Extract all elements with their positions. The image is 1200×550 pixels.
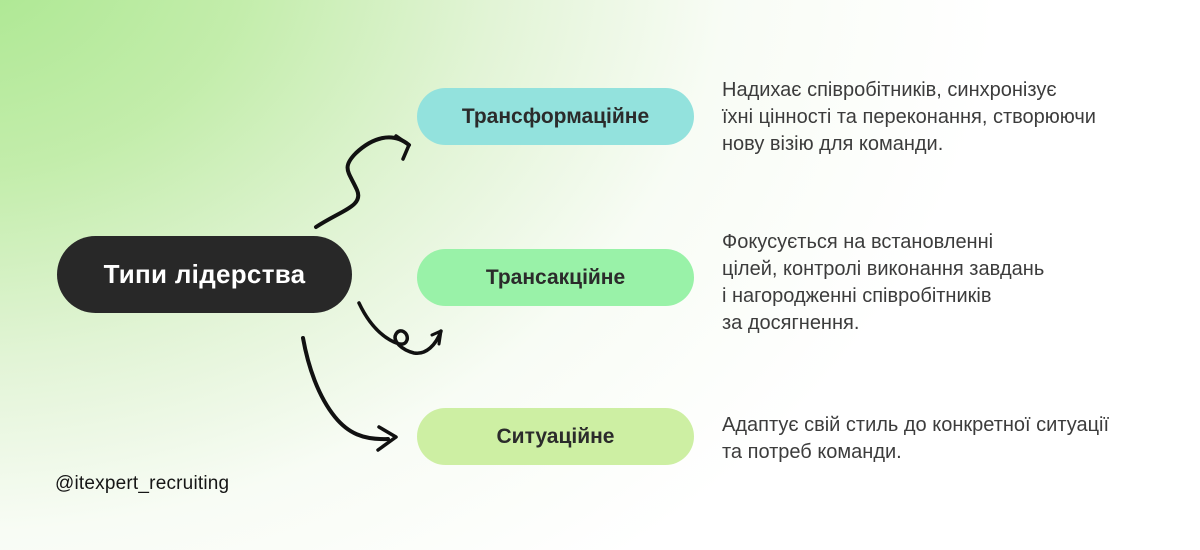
node-transactional-label: Трансакційне bbox=[485, 265, 626, 289]
node-situational: Ситуаційне bbox=[417, 408, 694, 465]
description-transactional: Фокусується на встановленні цілей, контр… bbox=[722, 231, 1045, 334]
root-node-label: Типи лідерства bbox=[103, 259, 306, 289]
node-transactional: Трансакційне bbox=[417, 249, 694, 306]
node-situational-label: Ситуаційне bbox=[496, 424, 615, 448]
arrow-to-transformational bbox=[314, 134, 411, 229]
node-transformational: Трансформаційне bbox=[417, 88, 694, 145]
description-situational: Адаптує свій стиль до конкретної ситуаці… bbox=[722, 414, 1110, 463]
arrow-to-transactional bbox=[357, 301, 443, 355]
credit-handle: @itexpert_recruiting bbox=[55, 473, 230, 494]
description-transformational: Надихає співробітників, синхронізує їхні… bbox=[722, 79, 1096, 155]
arrow-to-situational bbox=[301, 336, 398, 452]
node-transformational-label: Трансформаційне bbox=[461, 104, 650, 128]
root-node-leadership-types: Типи лідерства bbox=[57, 236, 352, 313]
